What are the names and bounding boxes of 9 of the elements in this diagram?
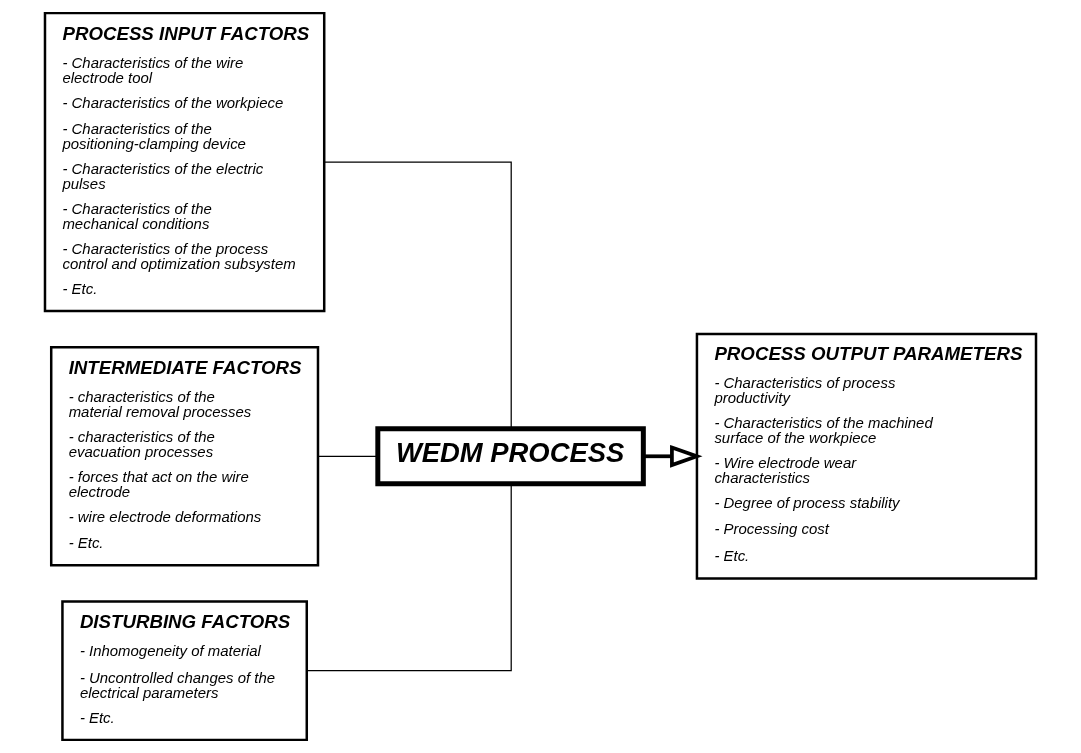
connector	[317, 455, 379, 457]
connector	[306, 483, 512, 672]
connector	[323, 161, 512, 430]
node-box: PROCESS INPUT FACTORS - Characteristics of the wire electrode tool - Characteristics of the workpiece - Characteristics of the positioning-clamping device - Characteristics of the electric pulses - Characteristics of the mechanical conditions - Characteristics of the process control and optimization subsystem - Etc.	[43, 11, 326, 313]
arrow	[643, 444, 703, 468]
node-box: WEDM PROCESS	[375, 426, 646, 487]
node-box: PROCESS OUTPUT PARAMETERS - Characteristics of process productivity - Characteristics of the machined surface of the workpiece - Wire electrode wear characteristics - Degree of process stability - Processing cost - Etc.	[695, 332, 1038, 580]
node-box: DISTURBING FACTORS - Inhomogeneity of material - Uncontrolled changes of the electrical parameters - Etc.	[61, 600, 308, 742]
node-box: INTERMEDIATE FACTORS - characteristics of the material removal processes - characteristics of the evacuation processes - forces that act on the wire electrode - wire electrode deformations - Etc.	[49, 345, 320, 567]
